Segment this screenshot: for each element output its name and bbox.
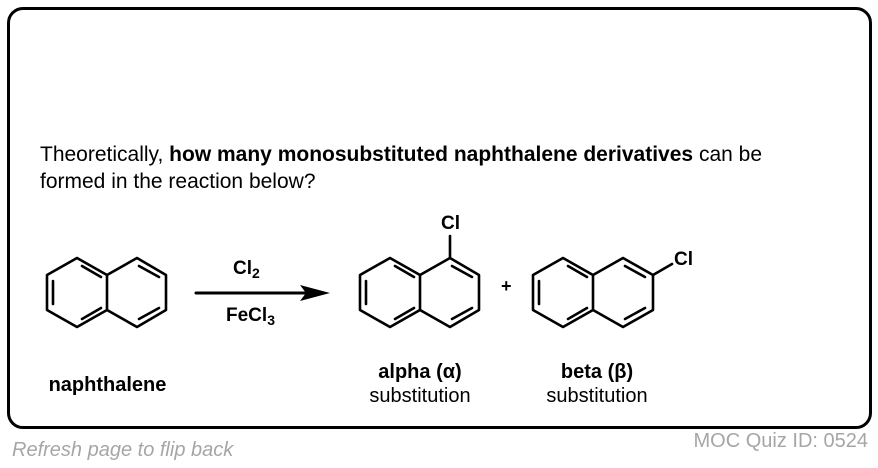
question-text: Theoretically, how many monosubstituted … bbox=[40, 141, 840, 195]
reagent-fecl3-text: FeCl bbox=[226, 305, 268, 326]
quiz-card[interactable] bbox=[7, 7, 872, 429]
beta-product-label: beta (β)substitution bbox=[522, 360, 672, 408]
reactant-name: naphthalene bbox=[48, 374, 167, 396]
beta-label-sub: substitution bbox=[546, 385, 648, 407]
question-emphasis: how many monosubstituted naphthalene der… bbox=[169, 143, 694, 166]
arrow-head bbox=[300, 285, 330, 301]
reactant-label: naphthalene bbox=[30, 373, 185, 397]
reagent-cl2: Cl2 bbox=[233, 258, 260, 280]
reagent-fecl3: FeCl3 bbox=[226, 305, 275, 327]
alpha-cl-label: Cl bbox=[441, 213, 460, 234]
reagent-cl2-subscript: 2 bbox=[252, 265, 260, 281]
question-prefix: Theoretically, bbox=[40, 143, 170, 166]
reagent-fecl3-subscript: 3 bbox=[267, 312, 275, 328]
reagent-cl2-text: Cl bbox=[233, 258, 252, 279]
question-suffix: can be bbox=[693, 143, 762, 166]
beta-label-title: beta (β) bbox=[560, 361, 634, 383]
flip-hint: Refresh page to flip back bbox=[12, 439, 234, 461]
plus-sign: + bbox=[501, 276, 512, 296]
alpha-label-title: alpha (α) bbox=[378, 361, 462, 383]
naphthalene-structure bbox=[45, 256, 168, 329]
question-line2: formed in the reaction below? bbox=[40, 170, 316, 193]
beta-cl-label: Cl bbox=[674, 249, 693, 270]
alpha-label-sub: substitution bbox=[369, 385, 471, 407]
beta-chloronaphthalene-structure bbox=[531, 256, 674, 329]
alpha-product-label: alpha (α)substitution bbox=[345, 360, 495, 408]
alpha-chloronaphthalene-structure bbox=[358, 234, 481, 329]
quiz-id: MOC Quiz ID: 0524 bbox=[693, 430, 868, 452]
